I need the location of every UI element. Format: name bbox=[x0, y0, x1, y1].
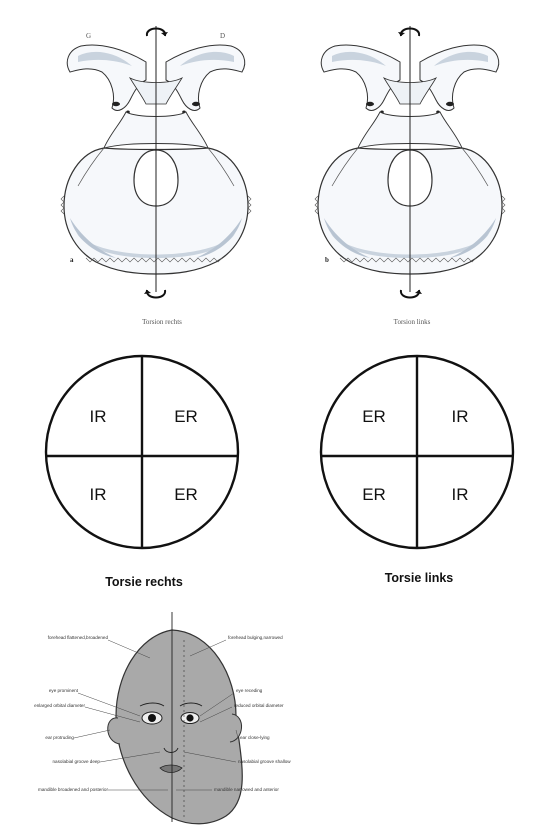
pupil-right bbox=[186, 714, 194, 722]
torsion-caption: Torsie rechts bbox=[105, 575, 183, 589]
torsion-caption: Torsie links bbox=[385, 571, 454, 585]
rotation-arrow-icon bbox=[397, 27, 421, 37]
nose bbox=[163, 747, 179, 753]
ear-right bbox=[229, 713, 242, 743]
face-label-right: nasolabial groove shallow bbox=[238, 759, 291, 764]
side-label-right: D bbox=[220, 32, 225, 40]
ear-left bbox=[107, 717, 121, 745]
quadrant-top-right: IR bbox=[452, 407, 469, 426]
face-diagram: forehead flattened,broadened eye promine… bbox=[34, 612, 291, 825]
torsion-diagram-right: ER IR ER IR Torsie links bbox=[319, 354, 515, 585]
torsion-diagram-left: IR ER IR ER Torsie rechts bbox=[44, 354, 240, 589]
head-outline bbox=[115, 629, 243, 825]
rotation-arrow-icon bbox=[145, 27, 169, 37]
quadrant-bottom-right: ER bbox=[174, 485, 198, 504]
face-label-left: enlarged orbital diameter bbox=[34, 703, 85, 708]
face-label-right: eye receding bbox=[236, 688, 263, 693]
side-label-left: G bbox=[86, 32, 91, 40]
face-label-left: eye prominent bbox=[49, 688, 79, 693]
face-label-left: ear protruding bbox=[45, 735, 74, 740]
mouth bbox=[159, 764, 183, 773]
rotation-arrow-icon bbox=[143, 289, 167, 299]
quadrant-bottom-left: IR bbox=[90, 485, 107, 504]
quadrant-top-left: ER bbox=[362, 407, 386, 426]
skull-caption: Torsion links bbox=[394, 318, 431, 326]
panel-letter: a bbox=[70, 256, 74, 264]
rotation-arrow-icon bbox=[399, 289, 423, 299]
face-label-right: reduced orbital diameter bbox=[234, 703, 284, 708]
face-label-right: forehead bulging,narrowed bbox=[228, 635, 283, 640]
skull-panel-left: G D a Torsion rechts bbox=[60, 26, 252, 326]
quadrant-top-right: ER bbox=[174, 407, 198, 426]
skull-caption: Torsion rechts bbox=[142, 318, 182, 326]
face-label-left: forehead flattened,broadened bbox=[48, 635, 109, 640]
face-label-right: ear close-lying bbox=[240, 735, 270, 740]
skull-panel-right: b Torsion links bbox=[314, 26, 506, 326]
face-label-left: mandible broadened and posterior bbox=[38, 787, 108, 792]
quadrant-top-left: IR bbox=[90, 407, 107, 426]
face-label-left: nasolabial groove deep bbox=[52, 759, 100, 764]
panel-letter: b bbox=[325, 256, 329, 264]
face-label-right: mandible narrowed and anterior bbox=[214, 787, 279, 792]
pupil-left bbox=[148, 714, 156, 722]
quadrant-bottom-right: IR bbox=[452, 485, 469, 504]
quadrant-bottom-left: ER bbox=[362, 485, 386, 504]
